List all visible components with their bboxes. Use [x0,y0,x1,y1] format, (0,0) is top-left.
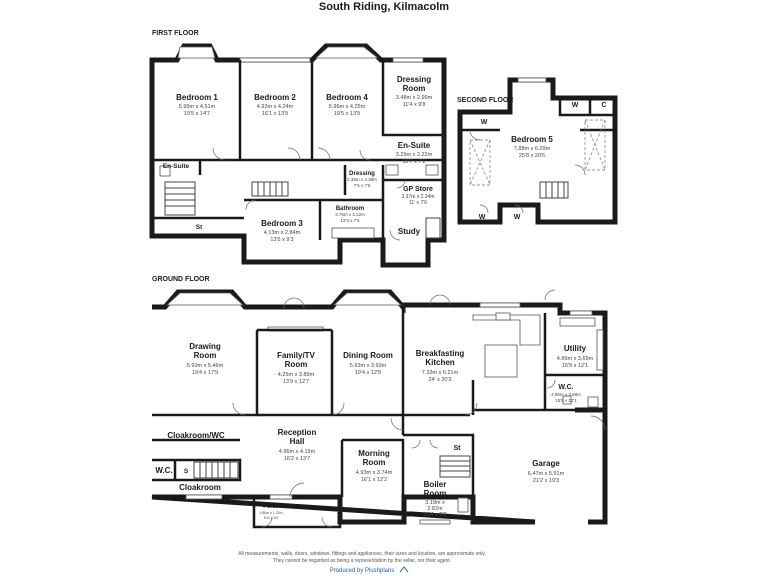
w-label-3: W [479,214,486,221]
ensuite-small-name: En-Suite [163,163,190,170]
dressing-dim-ft: 7'6 x 7'6 [354,183,371,188]
kitchen-name2: Kitchen [425,358,454,367]
bedroom2-name: Bedroom 2 [254,93,296,102]
bedroom5-dim-ft: 25'8 x 20'6 [519,153,545,159]
wc-left-name: W.C. [155,466,172,475]
utility-name: Utility [564,344,587,353]
dining-room-dim-m: 5.93m x 3.93m [350,363,387,369]
dressing-room-dim-ft: 11'4 x 9'8 [403,102,426,108]
plan-title: South Riding, Kilmacolm [319,1,449,13]
ensuite-dim-ft: 10'7 x 7'2 [402,159,425,165]
bedroom4-name: Bedroom 4 [326,93,368,102]
morning-room-dim-m: 4.93m x 3.74m [356,470,393,476]
w-label-1: W [481,119,488,126]
drawing-room-dim-ft: 19'4 x 17'9 [192,370,218,376]
boiler-room-dim-m1: 3.19m x [425,500,445,506]
family-room-dim-ft: 13'9 x 12'7 [283,379,309,385]
reception-hall-dim-m: 4.96m x 4.19m [279,449,316,455]
dressing-room-name1: Dressing [397,75,431,84]
bedroom5-name: Bedroom 5 [511,135,553,144]
study-name: Study [398,227,421,236]
kitchen-dim-ft: 24' x 20'3 [428,377,451,383]
porch-name: Porch [263,504,279,510]
st-ground-name: St [454,445,462,452]
second-floor-plan: Bedroom 5 7.88m x 6.29m 25'8 x 20'6 W W … [457,77,618,225]
w-label-4: W [514,214,521,221]
drawing-room-dim-m: 5.93m x 5.46m [187,363,224,369]
ground-floor-label: GROUND FLOOR [152,276,210,283]
ensuite-name: En-Suite [398,141,431,150]
morning-room-dim-ft: 16'1 x 12'2 [361,477,387,483]
ensuite-dim-m: 3.29m x 2.22m [396,152,433,158]
garage-dim-m: 6.47m x 5.91m [528,471,565,477]
bedroom3-name: Bedroom 3 [261,219,303,228]
dressing-name: Dressing [349,171,375,177]
plushplans-logo-icon [399,566,409,573]
first-floor-label: FIRST FLOOR [152,30,199,37]
wc-right-dim-m: 4.86m x 3.69m [551,392,581,397]
bedroom2-dim-m: 4.92m x 4.24m [257,104,294,110]
family-room-name1: Family/TV [277,351,315,360]
drawing-room-name2: Room [194,351,217,360]
bedroom3-dim-ft: 13'5 x 9'3 [270,237,293,243]
reception-hall-name2: Hall [290,437,305,446]
dressing-room-dim-m: 3.48m x 2.99m [396,95,433,101]
wc-right-name: W.C. [558,384,573,391]
drawing-room-name1: Drawing [189,342,221,351]
bedroom4-dim-m: 5.96m x 4.25m [329,104,366,110]
cloakroom-name: Cloakroom [179,483,221,492]
cloakroom-wc-name: Cloakroom/WC [167,431,225,440]
st-first-name: St [196,224,203,231]
bathroom-name: Bathroom [336,206,364,212]
bathroom-dim-m: 3.76m x 2.22m [335,212,365,217]
porch-dim-ft: 5'11 x 4'0 [264,516,279,520]
dining-room-dim-ft: 19'4 x 12'8 [355,370,381,376]
gp-store-name: GP Store [403,186,433,193]
garage-name: Garage [532,459,560,468]
bedroom1-name: Bedroom 1 [176,93,218,102]
family-room-name2: Room [285,360,308,369]
s-label: S [184,468,189,475]
utility-dim-ft: 15'9 x 12'1 [562,363,588,369]
dressing-dim-m: 2.35m x 2.38m [347,177,377,182]
dressing-room-name2: Room [403,84,426,93]
gp-store-dim-ft: 11' x 7'6 [409,200,427,206]
bedroom1-dim-m: 5.95m x 4.51m [179,104,216,110]
second-floor-label: SECOND FLOOR [457,97,513,104]
wc-right-dim-ft: 15'9 x 12'1 [555,398,577,403]
gp-store-dim-m: 3.37m x 2.34m [401,194,434,200]
c-label: C [601,102,606,109]
boiler-room-name1: Boiler [424,480,447,489]
bathroom-dim-ft: 12'3 x 7'6 [341,218,360,223]
garage-dim-ft: 21'2 x 19'3 [533,478,559,484]
porch-dim-m: 1.80m x 1.22m [259,511,282,515]
bedroom4-dim-ft: 19'5 x 13'9 [334,111,360,117]
disclaimer-line1: All measurements, walls, doors, windows,… [238,551,486,557]
family-room-dim-m: 4.25m x 3.89m [278,372,315,378]
utility-dim-m: 4.86m x 3.69m [557,356,594,362]
bedroom2-dim-ft: 16'1 x 13'9 [262,111,288,117]
boiler-room-dim-m2: 2.82m [427,506,443,512]
reception-hall-name1: Reception [278,428,317,437]
bedroom5-dim-m: 7.88m x 6.29m [514,146,551,152]
ground-floor-plan: Drawing Room 5.93m x 5.46m 19'4 x 17'9 F… [151,289,608,529]
w-label-2: W [572,102,579,109]
morning-room-name1: Morning [358,449,390,458]
bedroom3-dim-m: 4.13m x 2.84m [264,230,301,236]
first-floor-plan: Bedroom 1 5.95m x 4.51m 19'5 x 14'7 Bedr… [149,43,447,268]
producer-credit: Produced by Plushplans [330,568,395,574]
kitchen-dim-m: 7.33m x 6.21m [422,370,459,376]
bedroom1-dim-ft: 19'5 x 14'7 [184,111,210,117]
kitchen-name1: Breakfasting [416,349,465,358]
dining-room-name: Dining Room [343,351,393,360]
reception-hall-dim-ft: 16'2 x 13'7 [284,456,310,462]
boiler-room-dim-ft: 10'4 x 9'2 [423,512,446,518]
boiler-room-name2: Room [424,489,447,498]
disclaimer-line2: They cannot be regarded as being a repre… [273,558,451,564]
morning-room-name2: Room [363,458,386,467]
